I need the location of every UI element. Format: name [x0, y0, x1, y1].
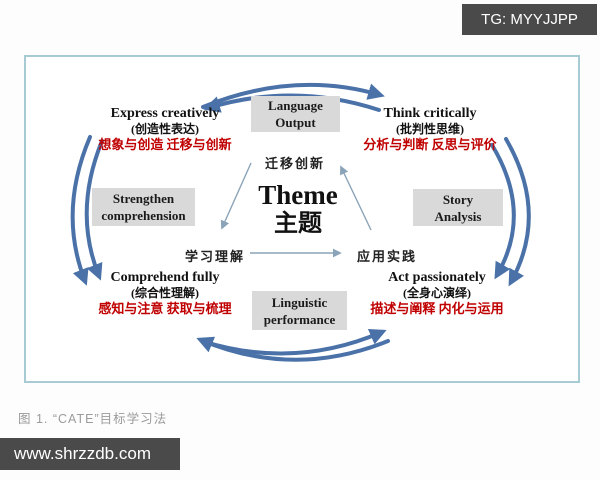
- corner-sw-red: 感知与注意 获取与梳理: [98, 301, 232, 316]
- watermark-top-right: TG: MYYJJPP: [462, 4, 597, 35]
- box-language-output: Language Output: [251, 96, 340, 132]
- box-linguistic-performance: Linguistic performance: [252, 291, 347, 330]
- corner-think-critically: Think critically (批判性思维) 分析与判断 反思与评价: [335, 106, 525, 153]
- corner-se-red: 描述与阐释 内化与运用: [370, 301, 504, 316]
- corner-act-passionately: Act passionately (全身心演绎) 描述与阐释 内化与运用: [342, 270, 532, 317]
- theme-title-en: Theme: [258, 180, 338, 210]
- corner-nw-red: 想象与创造 迁移与创新: [98, 137, 232, 152]
- cycle-label-apply-practice: 应用实践: [356, 249, 417, 264]
- box-language-output-line2: Output: [275, 115, 316, 130]
- corner-ne-zh: (批判性思维): [396, 122, 464, 136]
- box-linguistic-performance-line1: Linguistic: [271, 294, 328, 310]
- box-language-output-line1: Language: [268, 98, 323, 113]
- corner-nw-en: Express creatively: [110, 106, 220, 121]
- watermark-bottom-left: www.shrzzdb.com: [0, 438, 180, 470]
- figure-caption: 图 1. “CATE”目标学习法: [18, 412, 168, 426]
- box-linguistic-performance-line2: performance: [263, 311, 336, 327]
- corner-express-creatively: Express creatively (创造性表达) 想象与创造 迁移与创新: [70, 106, 260, 153]
- theme-title-zh: 主题: [274, 211, 322, 237]
- box-strengthen-comprehension-line1: Strengthen: [112, 191, 175, 206]
- box-strengthen-comprehension: Strengthen comprehension: [92, 188, 195, 226]
- corner-sw-en: Comprehend fully: [110, 270, 220, 285]
- corner-se-en: Act passionately: [388, 270, 486, 285]
- corner-ne-en: Think critically: [383, 106, 477, 121]
- box-strengthen-comprehension-line2: comprehension: [101, 208, 186, 223]
- box-story-analysis: Story Analysis: [413, 189, 503, 226]
- box-story-analysis-line1: Story: [442, 191, 474, 207]
- corner-se-zh: (全身心演绎): [403, 286, 471, 300]
- box-story-analysis-line2: Analysis: [434, 208, 482, 224]
- corner-sw-zh: (综合性理解): [131, 286, 199, 300]
- corner-comprehend-fully: Comprehend fully (综合性理解) 感知与注意 获取与梳理: [70, 270, 260, 317]
- corner-ne-red: 分析与判断 反思与评价: [363, 137, 497, 152]
- theme-center: Theme 主题: [230, 180, 366, 239]
- corner-nw-zh: (创造性表达): [131, 122, 199, 136]
- cycle-label-learn-understand: 学习理解: [184, 249, 245, 264]
- cycle-label-transfer-innovate: 迁移创新: [264, 156, 325, 171]
